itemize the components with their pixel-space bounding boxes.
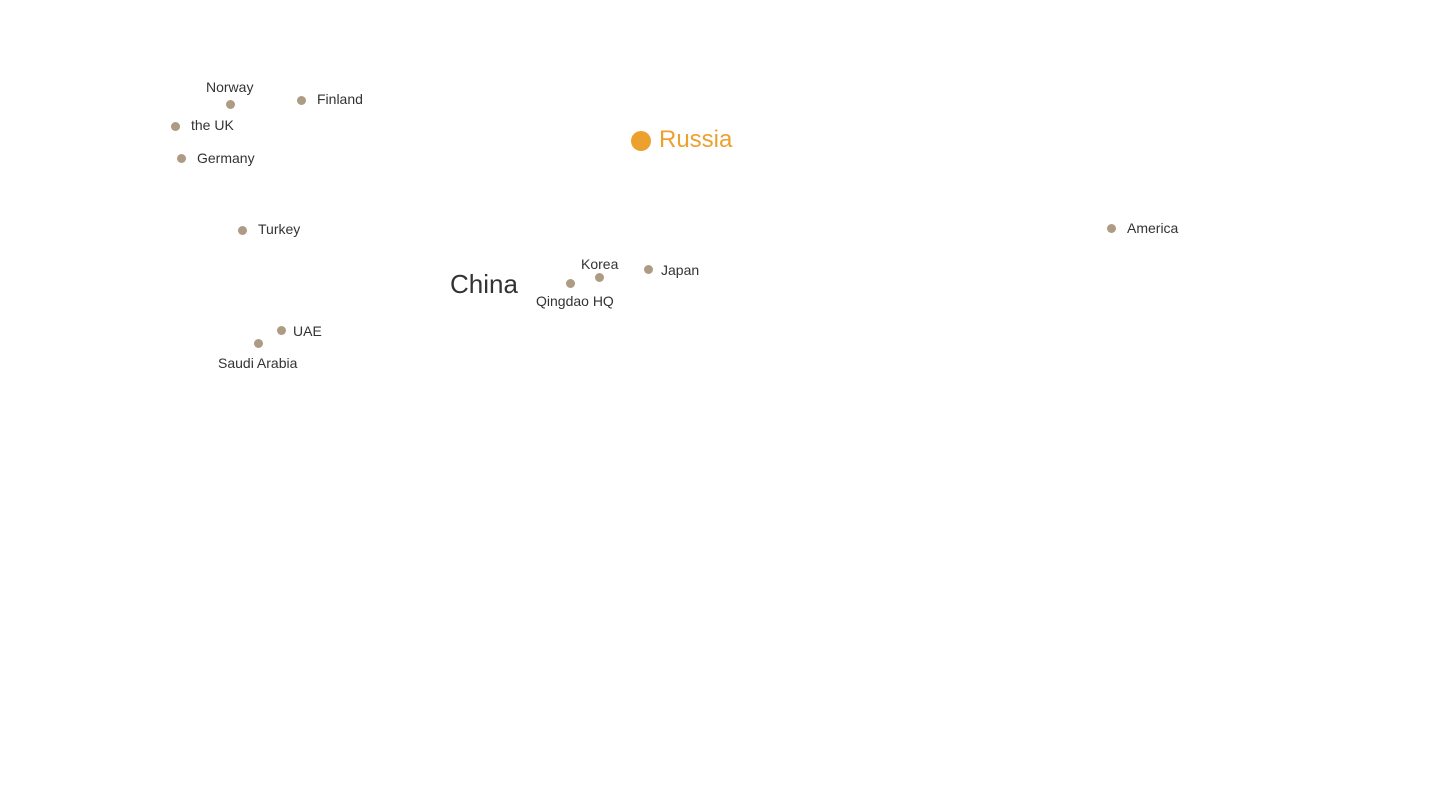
location-marker-russia[interactable] xyxy=(631,131,651,151)
location-marker-qingdao-hq[interactable] xyxy=(566,279,575,288)
location-label-saudi-arabia[interactable]: Saudi Arabia xyxy=(218,355,298,371)
location-marker-america[interactable] xyxy=(1107,224,1116,233)
location-label-qingdao-hq[interactable]: Qingdao HQ xyxy=(536,293,614,309)
location-marker-norway[interactable] xyxy=(226,100,235,109)
location-label-finland[interactable]: Finland xyxy=(317,91,363,107)
location-label-japan[interactable]: Japan xyxy=(661,262,700,278)
location-label-the-uk[interactable]: the UK xyxy=(191,117,234,133)
location-marker-uae[interactable] xyxy=(277,326,286,335)
location-label-turkey[interactable]: Turkey xyxy=(258,221,301,237)
location-label-germany[interactable]: Germany xyxy=(197,150,255,166)
location-label-norway[interactable]: Norway xyxy=(206,79,254,95)
location-marker-saudi-arabia[interactable] xyxy=(254,339,263,348)
location-marker-finland[interactable] xyxy=(297,96,306,105)
location-label-korea[interactable]: Korea xyxy=(581,256,619,272)
location-marker-the-uk[interactable] xyxy=(171,122,180,131)
location-label-america[interactable]: America xyxy=(1127,220,1179,236)
location-label-uae[interactable]: UAE xyxy=(293,323,322,339)
location-label-russia[interactable]: Russia xyxy=(659,126,733,153)
location-marker-germany[interactable] xyxy=(177,154,186,163)
location-marker-japan[interactable] xyxy=(644,265,653,274)
location-marker-korea[interactable] xyxy=(595,273,604,282)
region-label-china: China xyxy=(450,269,518,299)
location-marker-turkey[interactable] xyxy=(238,226,247,235)
